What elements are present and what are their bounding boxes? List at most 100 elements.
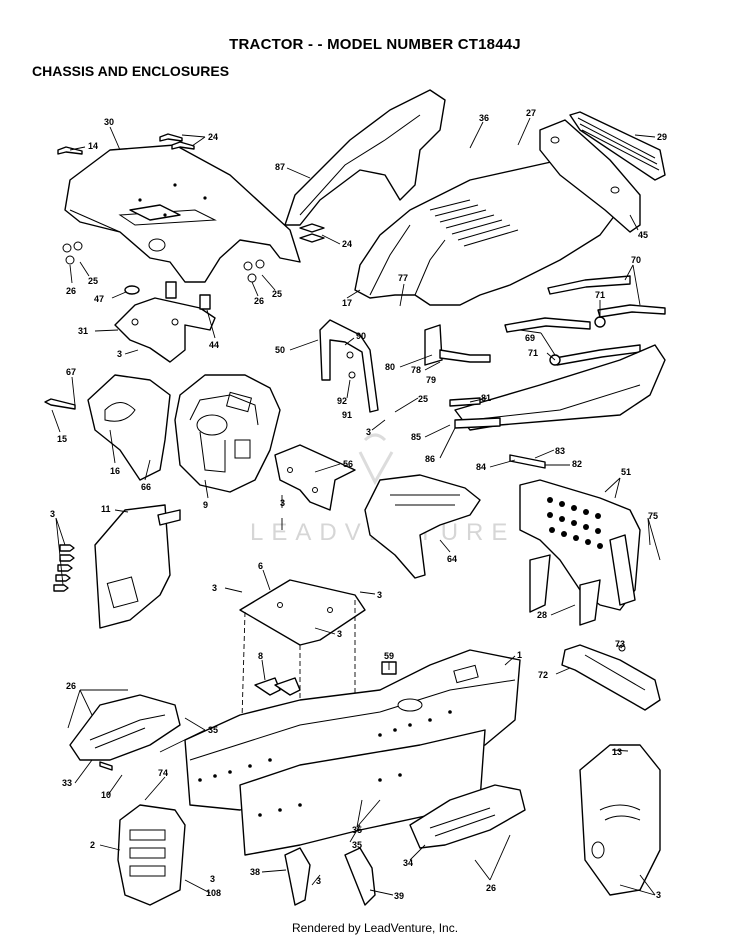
left-side-plate	[94, 504, 181, 629]
callout-73: 73	[615, 639, 625, 649]
callout-6: 6	[258, 561, 263, 571]
callout-10: 10	[101, 790, 111, 800]
callout-24: 24	[208, 132, 218, 142]
callout-3g: 3	[337, 629, 342, 639]
callout-15: 15	[57, 434, 67, 444]
callout-26b: 26	[254, 296, 264, 306]
callout-35: 35	[208, 725, 218, 735]
callout-14: 14	[88, 141, 98, 151]
callout-3e: 3	[212, 583, 217, 593]
callout-3h: 3	[210, 874, 215, 884]
callout-75: 75	[648, 511, 658, 521]
callout-92: 92	[337, 396, 347, 406]
callout-30: 30	[104, 117, 114, 127]
callout-labels: 30 14 24 87 36 27 29 45 24 26 25 26 25 4…	[50, 108, 667, 901]
callout-25c: 25	[418, 394, 428, 404]
callout-84: 84	[476, 462, 486, 472]
callout-9: 9	[203, 500, 208, 510]
callout-39: 39	[394, 891, 404, 901]
callout-28: 28	[537, 610, 547, 620]
footer-credit: Rendered by LeadVenture, Inc.	[291, 921, 459, 935]
callout-38: 38	[250, 867, 260, 877]
callout-3i: 3	[316, 876, 321, 886]
callout-85: 85	[411, 432, 421, 442]
callout-71b: 71	[528, 348, 538, 358]
wire-clips	[254, 677, 301, 696]
callout-11: 11	[101, 504, 111, 514]
leader-lines	[51, 117, 661, 896]
callout-82: 82	[572, 459, 582, 469]
screws-column	[53, 544, 75, 592]
dash-panel-cover	[64, 144, 301, 283]
main-frame	[184, 649, 521, 856]
callout-26d: 26	[486, 883, 496, 893]
callout-44: 44	[209, 340, 219, 350]
callout-74: 74	[158, 768, 168, 778]
callout-67: 67	[66, 367, 76, 377]
callout-29: 29	[657, 132, 667, 142]
callout-3d: 3	[50, 509, 55, 519]
page-title: TRACTOR - - MODEL NUMBER CT1844J	[229, 36, 521, 53]
callout-26: 26	[66, 286, 76, 296]
callout-108: 108	[206, 888, 221, 898]
callout-35c: 35	[352, 840, 362, 850]
callout-72: 72	[538, 670, 548, 680]
callout-3a: 3	[117, 349, 122, 359]
callout-86: 86	[425, 454, 435, 464]
hood-grille	[539, 111, 666, 233]
callout-70: 70	[631, 255, 641, 265]
callout-36: 36	[479, 113, 489, 123]
callout-3c: 3	[280, 498, 285, 508]
callout-3j: 3	[656, 890, 661, 900]
callout-13: 13	[612, 747, 622, 757]
left-footrest	[69, 694, 181, 771]
callout-90: 90	[356, 331, 366, 341]
rear-fender-bracket	[561, 644, 661, 711]
hood-side-panel	[284, 89, 446, 226]
hood	[354, 159, 616, 306]
callout-83: 83	[555, 446, 565, 456]
hood-support-bracket	[319, 319, 379, 413]
callout-51: 51	[621, 467, 631, 477]
callout-71: 71	[595, 290, 605, 300]
callout-8: 8	[258, 651, 263, 661]
dash-console	[174, 374, 281, 493]
callout-1: 1	[517, 650, 522, 660]
callout-24b: 24	[342, 239, 352, 249]
callout-64: 64	[447, 554, 457, 564]
panel-mount-bracket	[274, 444, 356, 511]
watermark-logo	[358, 433, 394, 486]
callout-3b: 3	[366, 427, 371, 437]
dash-shield	[44, 374, 171, 481]
callout-25b: 25	[272, 289, 282, 299]
callout-27: 27	[526, 108, 536, 118]
right-side-plate	[579, 744, 661, 896]
callout-80: 80	[385, 362, 395, 372]
callout-45: 45	[638, 230, 648, 240]
callout-47: 47	[94, 294, 104, 304]
callout-17: 17	[342, 298, 352, 308]
callout-78: 78	[411, 365, 421, 375]
lower-brackets	[284, 847, 376, 906]
callout-79: 79	[426, 375, 436, 385]
callout-77: 77	[398, 273, 408, 283]
steering-support-bracket	[114, 281, 216, 363]
callout-56: 56	[343, 459, 353, 469]
callout-3f: 3	[377, 590, 382, 600]
callout-31: 31	[78, 326, 88, 336]
seat-mount-bracket	[364, 474, 481, 579]
hardware-bolts	[57, 133, 325, 283]
callout-33: 33	[62, 778, 72, 788]
callout-50: 50	[275, 345, 285, 355]
callout-16: 16	[110, 466, 120, 476]
callout-26c: 26	[66, 681, 76, 691]
callout-91: 91	[342, 410, 352, 420]
callout-87: 87	[275, 162, 285, 172]
callout-69: 69	[525, 333, 535, 343]
callout-34: 34	[403, 858, 413, 868]
callout-35b: 35	[352, 825, 362, 835]
right-side-rack	[519, 479, 641, 626]
right-footrest	[409, 784, 526, 849]
callout-59: 59	[384, 651, 394, 661]
